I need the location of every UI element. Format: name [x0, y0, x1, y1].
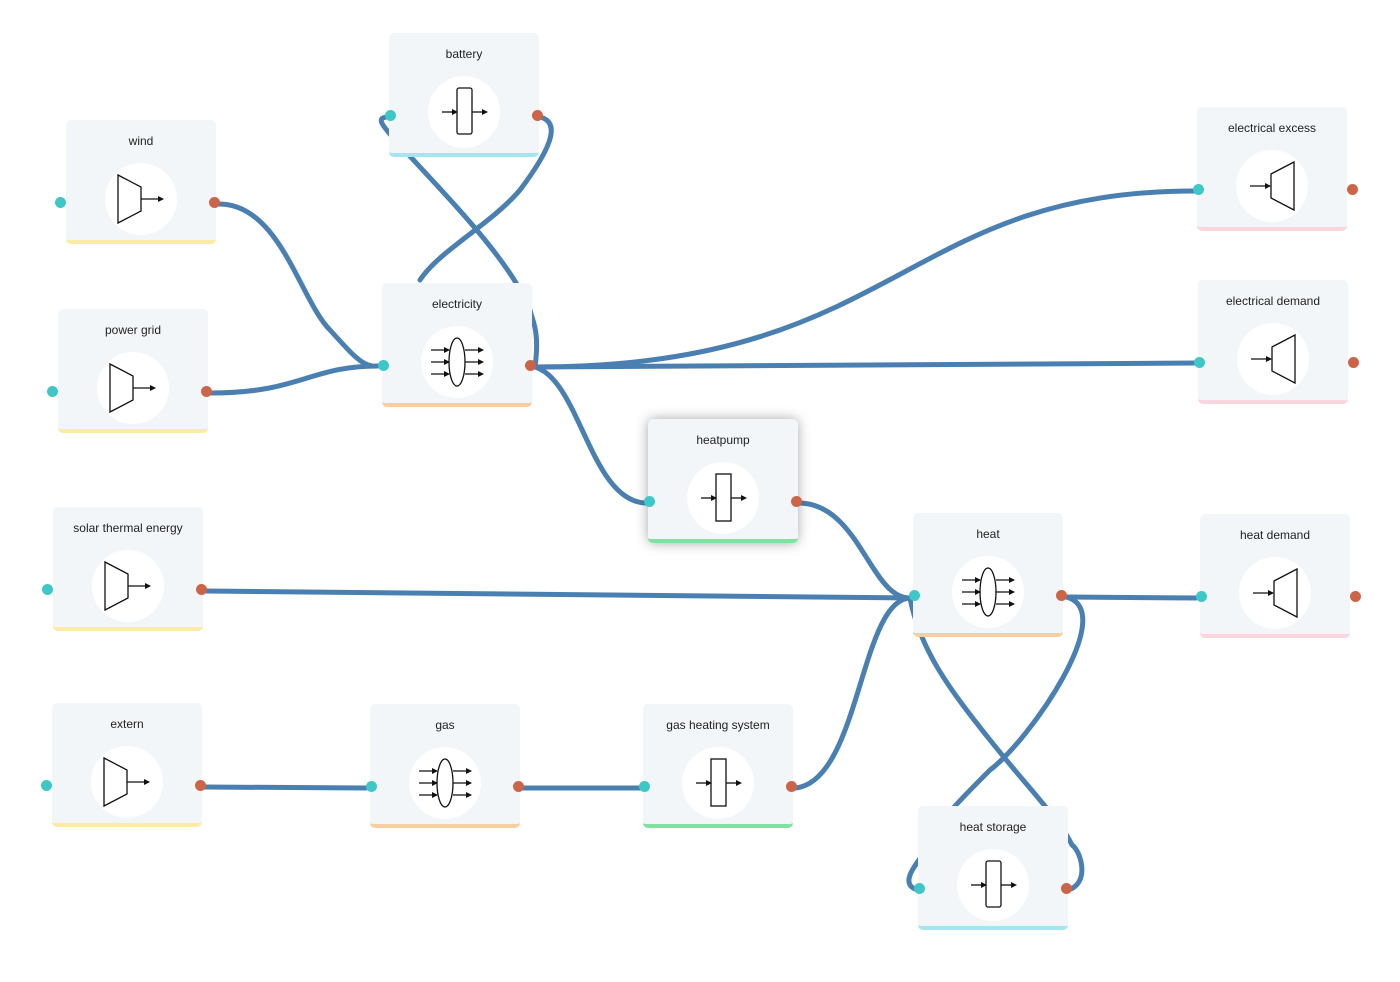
input-port[interactable]: [914, 883, 925, 894]
sink-trapezoid-icon: [1239, 557, 1311, 629]
input-port[interactable]: [378, 360, 389, 371]
output-port[interactable]: [791, 496, 802, 507]
edge-heatpump-to-heat[interactable]: [797, 500, 913, 601]
source-trapezoid-icon: [92, 550, 164, 622]
edge-electricity-to-electrical_demand[interactable]: [532, 360, 1199, 370]
output-port[interactable]: [1347, 184, 1358, 195]
source-trapezoid-icon: [105, 163, 177, 235]
bus-ellipse-icon: [421, 326, 493, 398]
output-port[interactable]: [1350, 591, 1361, 602]
node-label: solar thermal energy: [73, 521, 183, 535]
node-label: battery: [445, 47, 483, 61]
input-port[interactable]: [55, 197, 66, 208]
input-port[interactable]: [1193, 184, 1204, 195]
input-port[interactable]: [644, 496, 655, 507]
output-port[interactable]: [201, 386, 212, 397]
input-port[interactable]: [1194, 357, 1205, 368]
input-port[interactable]: [909, 590, 920, 601]
node-label: gas: [435, 718, 455, 732]
output-port[interactable]: [532, 110, 543, 121]
storage-box-icon: [957, 849, 1029, 921]
source-trapezoid-icon: [97, 352, 169, 424]
input-port[interactable]: [366, 781, 377, 792]
node-label: heatpump: [696, 433, 750, 447]
node-label: wind: [128, 134, 154, 148]
input-port[interactable]: [47, 386, 58, 397]
input-port[interactable]: [639, 781, 650, 792]
node-label: electrical demand: [1225, 294, 1321, 308]
node-extern[interactable]: extern: [41, 703, 206, 827]
output-port[interactable]: [1061, 883, 1072, 894]
node-label: power grid: [104, 323, 162, 337]
node-wind[interactable]: wind: [55, 120, 220, 244]
transformer-box-icon: [682, 747, 754, 819]
node-power-grid[interactable]: power grid: [47, 309, 212, 433]
sink-trapezoid-icon: [1236, 150, 1308, 222]
node-label: heat storage: [959, 820, 1027, 834]
edge-solar_thermal-to-heat[interactable]: [203, 588, 913, 601]
node-gas-heating-system[interactable]: gas heating system: [639, 704, 797, 828]
node-label: electricity: [431, 297, 482, 311]
node-electrical-excess[interactable]: electrical excess: [1193, 107, 1358, 231]
sink-trapezoid-icon: [1237, 323, 1309, 395]
output-port[interactable]: [786, 781, 797, 792]
input-port[interactable]: [385, 110, 396, 121]
storage-box-icon: [428, 76, 500, 148]
node-heat[interactable]: heat: [909, 513, 1067, 637]
edge-gas_heating-to-heat[interactable]: [793, 595, 913, 791]
edge-heat-to-heat_demand[interactable]: [1063, 594, 1199, 601]
edge-power_grid-to-electricity[interactable]: [208, 363, 381, 396]
input-port[interactable]: [41, 780, 52, 791]
node-heat-storage[interactable]: heat storage: [914, 806, 1072, 930]
node-battery[interactable]: battery: [385, 33, 543, 157]
edge-wind-to-electricity[interactable]: [216, 201, 375, 369]
output-port[interactable]: [195, 780, 206, 791]
input-port[interactable]: [1196, 591, 1207, 602]
edge-electricity-to-electrical_excess[interactable]: [532, 188, 1198, 370]
node-label: heat demand: [1239, 528, 1311, 542]
node-heatpump[interactable]: heatpump: [644, 419, 802, 543]
node-heat-demand[interactable]: heat demand: [1196, 514, 1361, 638]
output-port[interactable]: [209, 197, 220, 208]
transformer-box-icon: [687, 462, 759, 534]
edge-electricity-to-heatpump[interactable]: [532, 364, 648, 506]
node-electricity[interactable]: electricity: [378, 283, 536, 407]
node-label: extern: [110, 717, 144, 731]
output-port[interactable]: [196, 584, 207, 595]
node-label: gas heating system: [666, 718, 770, 732]
node-gas[interactable]: gas: [366, 704, 524, 828]
node-label: heat: [976, 527, 1000, 541]
bus-ellipse-icon: [409, 747, 481, 819]
output-port[interactable]: [1056, 590, 1067, 601]
node-electrical-demand[interactable]: electrical demand: [1194, 280, 1359, 404]
output-port[interactable]: [1348, 357, 1359, 368]
output-port[interactable]: [513, 781, 524, 792]
source-trapezoid-icon: [91, 746, 163, 818]
node-label: electrical excess: [1227, 121, 1317, 135]
edge-extern-to-gas[interactable]: [201, 784, 369, 791]
node-solar-thermal-energy[interactable]: solar thermal energy: [42, 507, 207, 631]
bus-ellipse-icon: [952, 556, 1024, 628]
input-port[interactable]: [42, 584, 53, 595]
output-port[interactable]: [525, 360, 536, 371]
